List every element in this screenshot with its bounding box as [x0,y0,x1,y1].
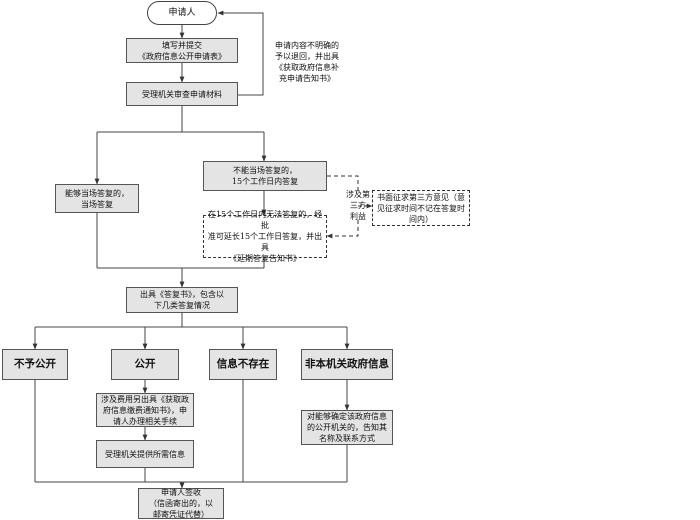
node-cat-not-exist: 信息不存在 [209,349,277,380]
node-non-immediate: 不能当场答复的， 15个工作日内答复 [203,161,327,191]
node-extension: 在15个工作日内无法答复的，经批 准可延长15个工作日答复，并出具 《延期答复告… [203,210,327,263]
edge-thirdparty-out [326,220,359,239]
node-supplement-note: 申请内容不明确的 予以退回，并出具 《获取政府信息补 充申请告知书》 [275,41,339,83]
node-review: 受理机关审查申请材料 [126,82,238,106]
node-third-party-opinion: 书面征求第三方意见（意 见征求时间不记在答复时 间内） [372,190,470,226]
edge-thirdparty-in [327,175,359,191]
node-cat-other-agency: 非本机关政府信息 [301,349,393,380]
node-fee-notice: 涉及费用另出具《获取政 府信息缴费通知书》，申 请人办理相关手续 [96,393,194,427]
node-provide-info: 受理机关提供所需信息 [96,440,194,468]
node-third-party-label: 涉及第 三方 利益 [346,190,370,221]
node-cat-no-disclosure: 不予公开 [2,349,68,380]
edge-return-loop [217,10,264,96]
node-sign-receipt: 申请人签收 （信函寄出的，以 邮寄凭证代替） [138,488,224,519]
node-issue-reply: 出具《答复书》，包含以 下几类答复情况 [126,287,238,313]
node-immediate-reply: 能够当场答复的， 当场答复 [55,184,139,213]
node-other-agency-note: 对能够确定该政府信息 的公开机关的，告知其 名称及联系方式 [301,410,393,445]
node-cat-disclosure: 公开 [111,349,179,380]
node-applicant: 申请人 [147,1,217,25]
node-fill-submit: 填写并提交 《政府信息公开申请表》 [126,38,238,63]
